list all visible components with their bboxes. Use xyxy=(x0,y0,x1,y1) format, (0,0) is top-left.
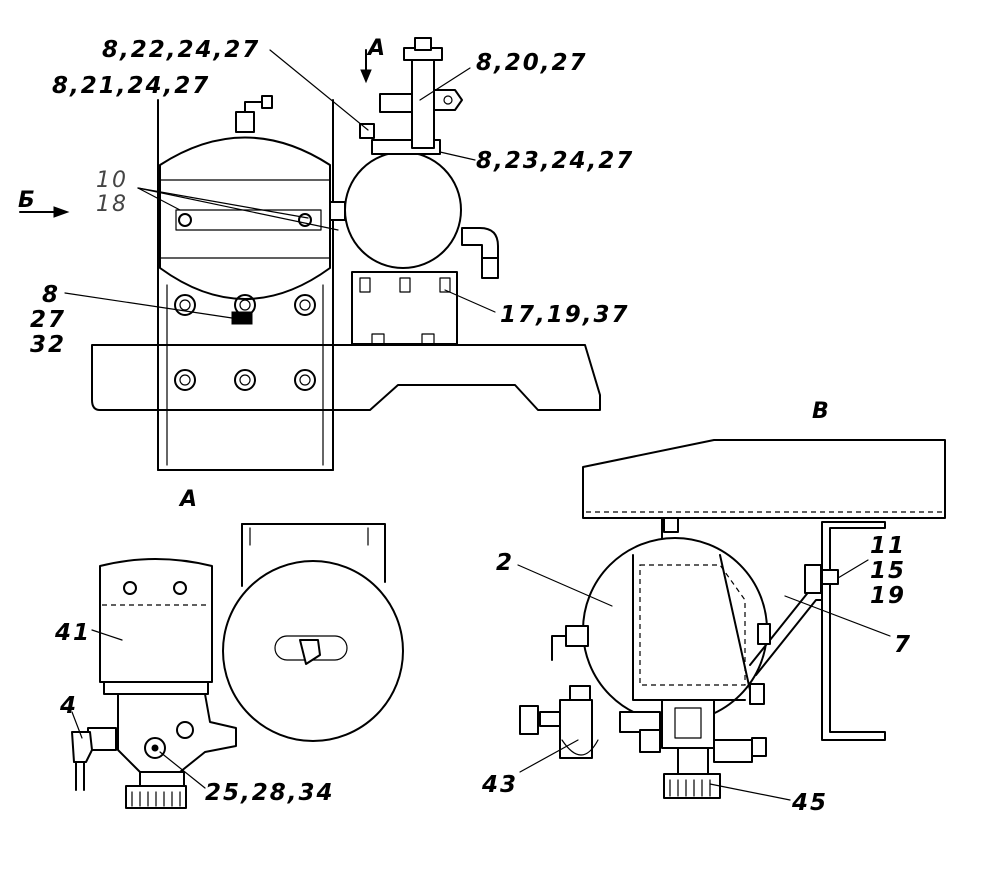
label-7: 7 xyxy=(894,632,912,658)
label-11: 11 xyxy=(870,533,906,559)
view-v-title: В xyxy=(812,399,829,424)
view-v-leaders xyxy=(517,559,891,801)
frame-rail xyxy=(91,344,601,411)
rail-bolts xyxy=(174,369,316,391)
label-8: 8 xyxy=(42,282,60,308)
label-43: 43 xyxy=(481,772,518,798)
dryer-cylinder xyxy=(344,151,462,269)
label-4: 4 xyxy=(59,693,78,719)
view-v-muffler xyxy=(663,773,721,799)
view-v-receiver-tank xyxy=(582,537,768,723)
air-receiver-tank xyxy=(159,136,331,300)
label-8-23-24-27: 8,23,24,27 xyxy=(476,148,634,174)
frame-section xyxy=(582,439,946,519)
dryer-base-block xyxy=(351,271,458,345)
top-view-assembly xyxy=(19,37,601,471)
label-15: 15 xyxy=(870,558,906,584)
label-19: 19 xyxy=(870,583,906,609)
label-18: 18 xyxy=(96,192,128,217)
dryer-cartridge xyxy=(99,558,213,683)
view-a-title: А xyxy=(178,487,197,512)
label-8-20-27: 8,20,27 xyxy=(476,50,588,76)
label-2: 2 xyxy=(496,550,514,576)
view-a-assembly xyxy=(71,523,404,809)
label-41: 41 xyxy=(54,620,91,646)
label-32: 32 xyxy=(30,332,66,358)
view-a-leaders xyxy=(71,629,206,789)
label-10: 10 xyxy=(96,168,128,193)
arrow-label-a: А xyxy=(366,36,385,61)
label-17-19-37: 17,19,37 xyxy=(500,302,630,328)
label-8-21-24-27: 8,21,24,27 xyxy=(52,73,210,99)
label-27: 27 xyxy=(30,307,66,333)
arrow-label-b: Б xyxy=(18,188,35,213)
view-v-assembly xyxy=(517,439,946,801)
label-8-22-24-27: 8,22,24,27 xyxy=(102,37,260,63)
top-view-leaders xyxy=(64,49,496,319)
callout-labels: 8,22,24,27 8,21,24,27 8,20,27 8,23,24,27… xyxy=(18,36,912,816)
label-45: 45 xyxy=(791,790,828,816)
label-25-28-34: 25,28,34 xyxy=(205,780,335,806)
